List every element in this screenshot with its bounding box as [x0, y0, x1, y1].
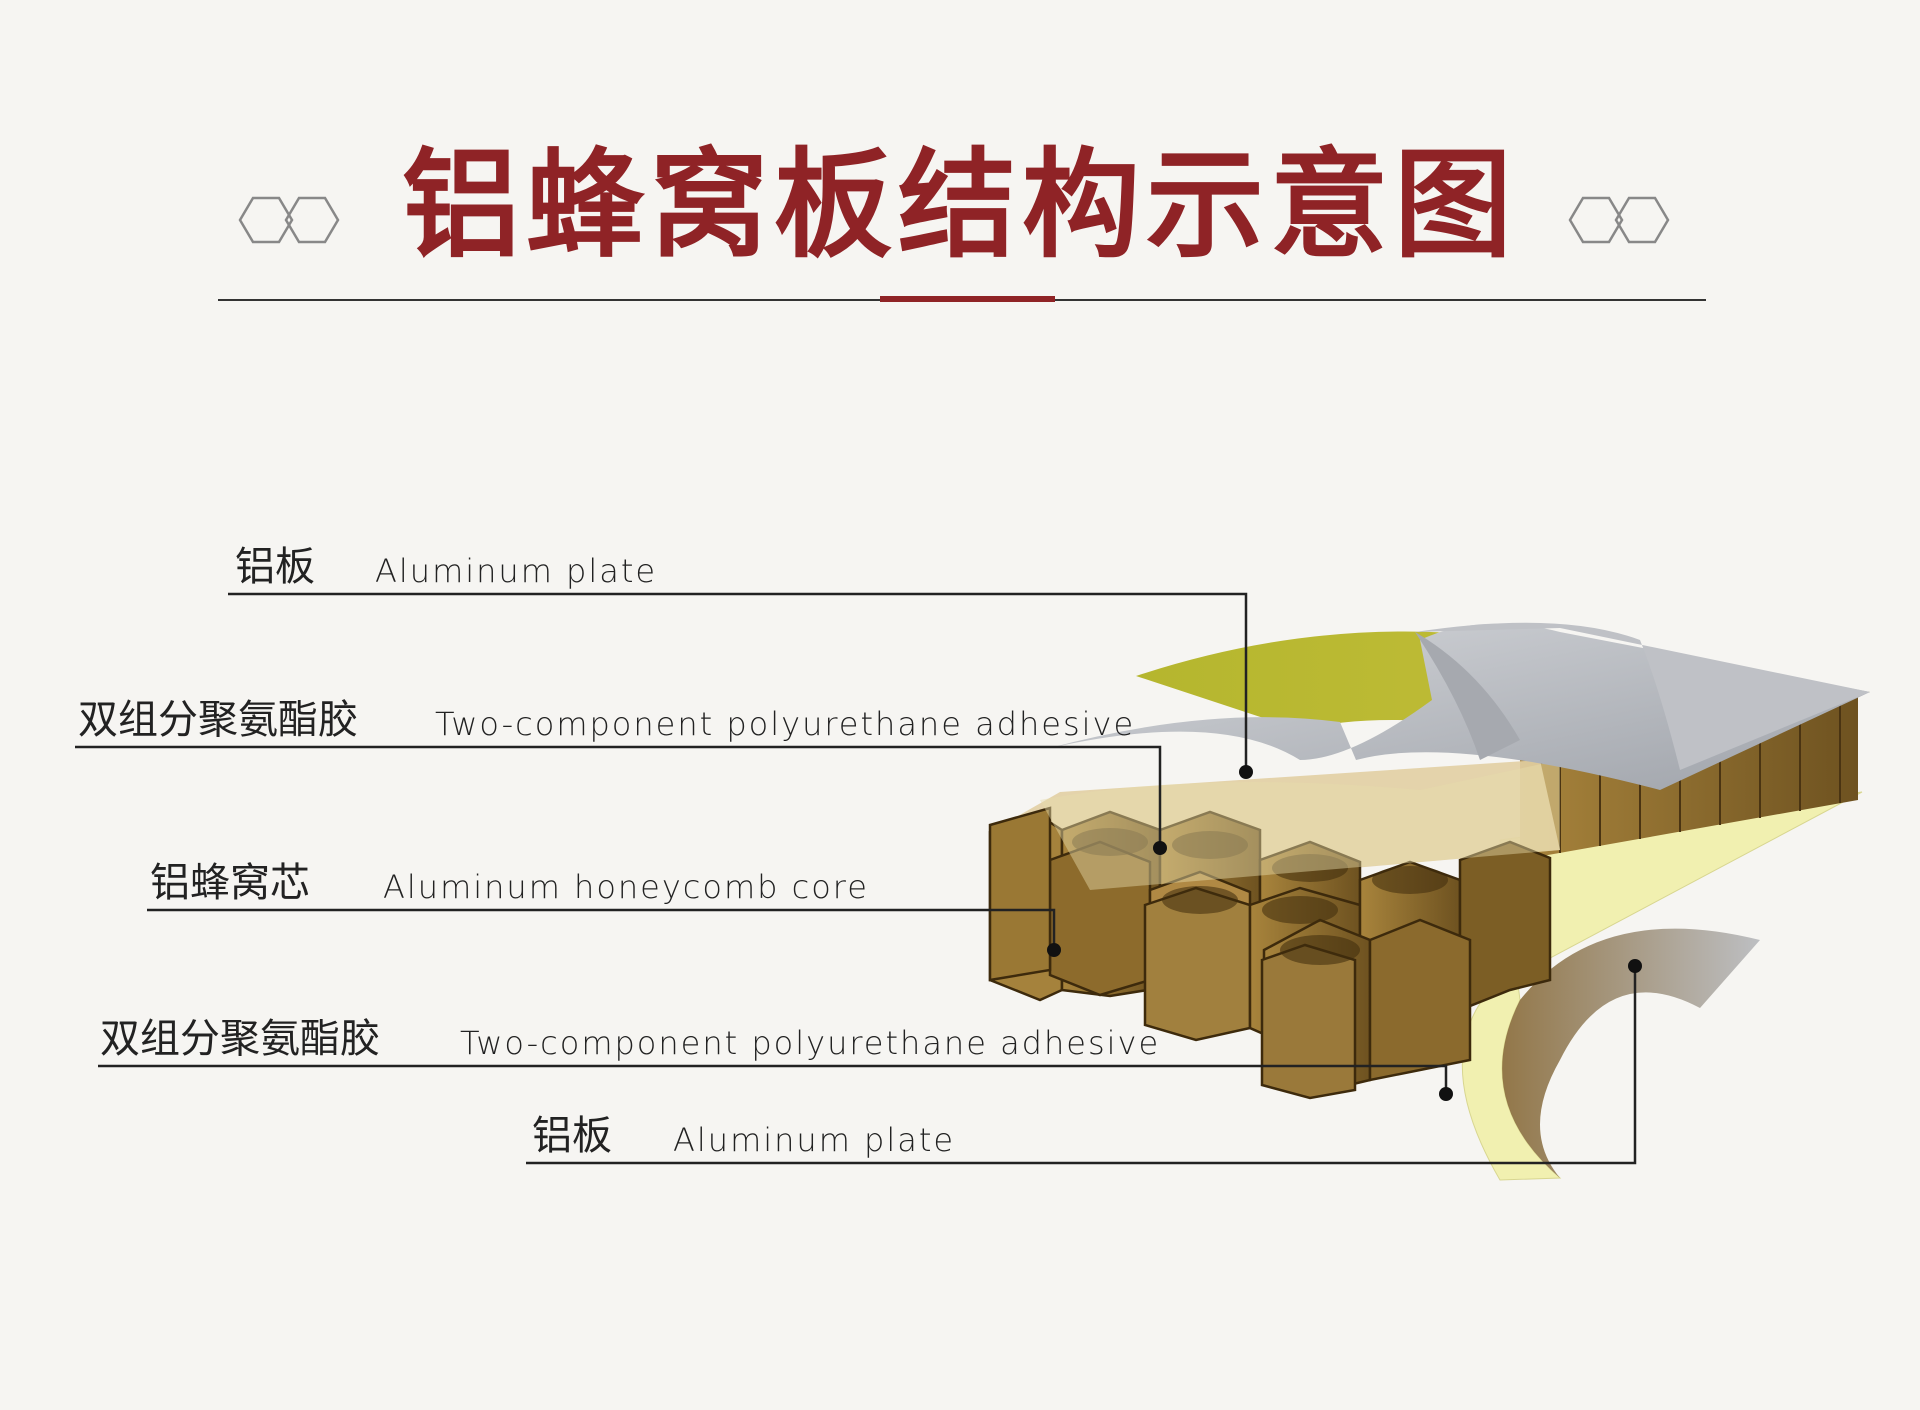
layer-label-cn: 铝板: [235, 544, 315, 590]
leader-line-aluminum-plate-bottom: [526, 966, 1637, 1165]
marker-dot: [1439, 1087, 1453, 1101]
layer-label-cn: 铝蜂窝芯: [150, 860, 310, 906]
title-divider-accent: [880, 296, 1055, 302]
top-adhesive-layer: [1040, 760, 1560, 890]
hexagon-decoration-left-icon: [238, 196, 340, 244]
page-title: 铝蜂窝板结构示意图: [401, 136, 1518, 274]
layer-label-cn: 铝板: [532, 1113, 612, 1159]
leader-line-adhesive-bottom: [98, 1064, 1448, 1094]
layer-label-en: Aluminum honeycomb core: [383, 868, 869, 906]
layer-label-en: Two-component polyurethane adhesive: [435, 705, 1136, 743]
marker-dot: [1047, 943, 1061, 957]
layer-label-en: Aluminum plate: [673, 1121, 956, 1159]
marker-dot: [1239, 765, 1253, 779]
hexagon-decoration-right-icon: [1568, 196, 1670, 244]
bottom-aluminum-layer: [1502, 928, 1760, 1178]
marker-dot: [1153, 841, 1167, 855]
leader-line-aluminum-plate-top: [228, 592, 1248, 772]
layer-label-en: Two-component polyurethane adhesive: [460, 1024, 1161, 1062]
layer-label-cn: 双组分聚氨酯胶: [100, 1016, 380, 1062]
leader-line-adhesive-top: [75, 745, 1162, 850]
layer-label-en: Aluminum plate: [375, 552, 658, 590]
layer-label-cn: 双组分聚氨酯胶: [78, 697, 358, 743]
marker-dot: [1628, 959, 1642, 973]
leader-line-honeycomb-core: [147, 908, 1056, 950]
